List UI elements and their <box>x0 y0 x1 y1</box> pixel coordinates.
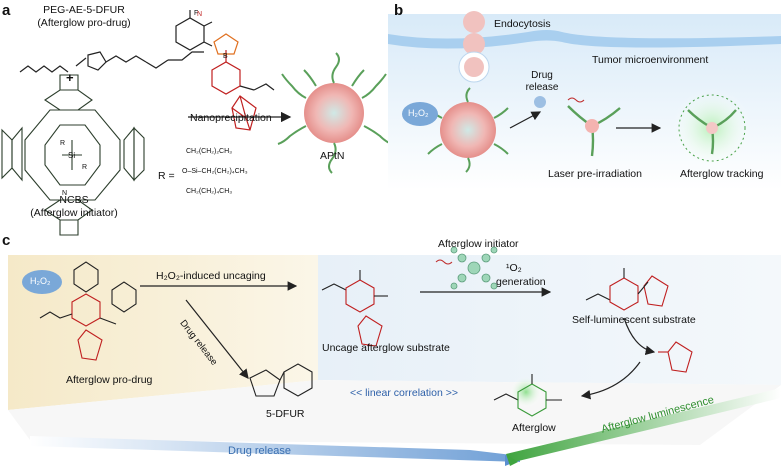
ncbs-structure <box>1 74 145 236</box>
svg-text:N: N <box>197 11 202 18</box>
endocytosis-label: Endocytosis <box>494 18 551 30</box>
afterglow-luminescence-axis <box>506 388 781 462</box>
panel-letter-b: b <box>394 2 404 19</box>
afterglow-label: Afterglow <box>512 422 556 434</box>
drug-release-axis <box>30 436 520 462</box>
r-group-line-1: CH₂(CH₂)₂CH₃ <box>186 148 232 155</box>
afterglow-initiator-label: Afterglow initiator <box>438 238 519 250</box>
endocytosis-vesicles <box>458 11 490 83</box>
5dfur-label: 5-DFUR <box>266 408 305 420</box>
r-group-label: R = <box>158 170 175 182</box>
afterglow-tracking-label: Afterglow tracking <box>680 168 764 180</box>
h2o2-badge-c: H₂O₂ <box>30 276 51 286</box>
h2o2-badge-b: H₂O₂ <box>408 108 429 118</box>
aptn-nanoparticle <box>277 52 393 174</box>
panel-letter-a: a <box>2 2 11 19</box>
tumor-environment-label: Tumor microenvironment <box>592 54 709 66</box>
self-luminescent-label: Self-luminescent substrate <box>572 314 696 326</box>
svg-text:Si: Si <box>68 151 75 160</box>
initiator-name: NCBS <box>59 194 89 206</box>
nanoprecipitation-label: Nanoprecipitation <box>190 112 272 124</box>
r-group-line-2: O–Si–CH₂(CH₂)₄CH₃ <box>182 168 248 175</box>
atom-r-top: R <box>60 140 66 147</box>
plus-sign: + <box>66 70 74 85</box>
prodrug-role: (Afterglow pro-drug) <box>37 17 131 29</box>
atom-f: F <box>194 10 199 17</box>
singlet-oxygen-label: ¹O₂ <box>506 262 522 274</box>
prodrug-c-label: Afterglow pro-drug <box>66 374 153 386</box>
laser-preirradiation-label: Laser pre-irradiation <box>548 168 642 180</box>
atom-n: N <box>62 190 68 197</box>
panel-letter-c: c <box>2 232 11 249</box>
right-wall <box>318 255 781 385</box>
atom-b: B <box>223 53 228 60</box>
axis-drug-release-label: Drug release <box>228 445 291 457</box>
generation-label: generation <box>496 276 546 288</box>
uncage-substrate-label: Uncage afterglow substrate <box>322 342 450 354</box>
uncaging-label: H₂O₂-induced uncaging <box>156 270 266 282</box>
atom-r-bottom: R <box>82 164 88 171</box>
prodrug-name: PEG-AE-5-DFUR <box>43 4 125 16</box>
initiator-role: (Afterglow initiator) <box>30 207 118 219</box>
drug-release-label: Drug release <box>525 70 559 93</box>
aptn-label: APtN <box>320 150 345 162</box>
afterglow-initiator-cross <box>450 246 498 290</box>
linear-correlation-label: << linear correlation >> <box>350 387 458 399</box>
r-group-line-3: CH₂(CH₂)₄CH₃ <box>186 188 233 195</box>
prodrug-structure <box>19 10 275 131</box>
